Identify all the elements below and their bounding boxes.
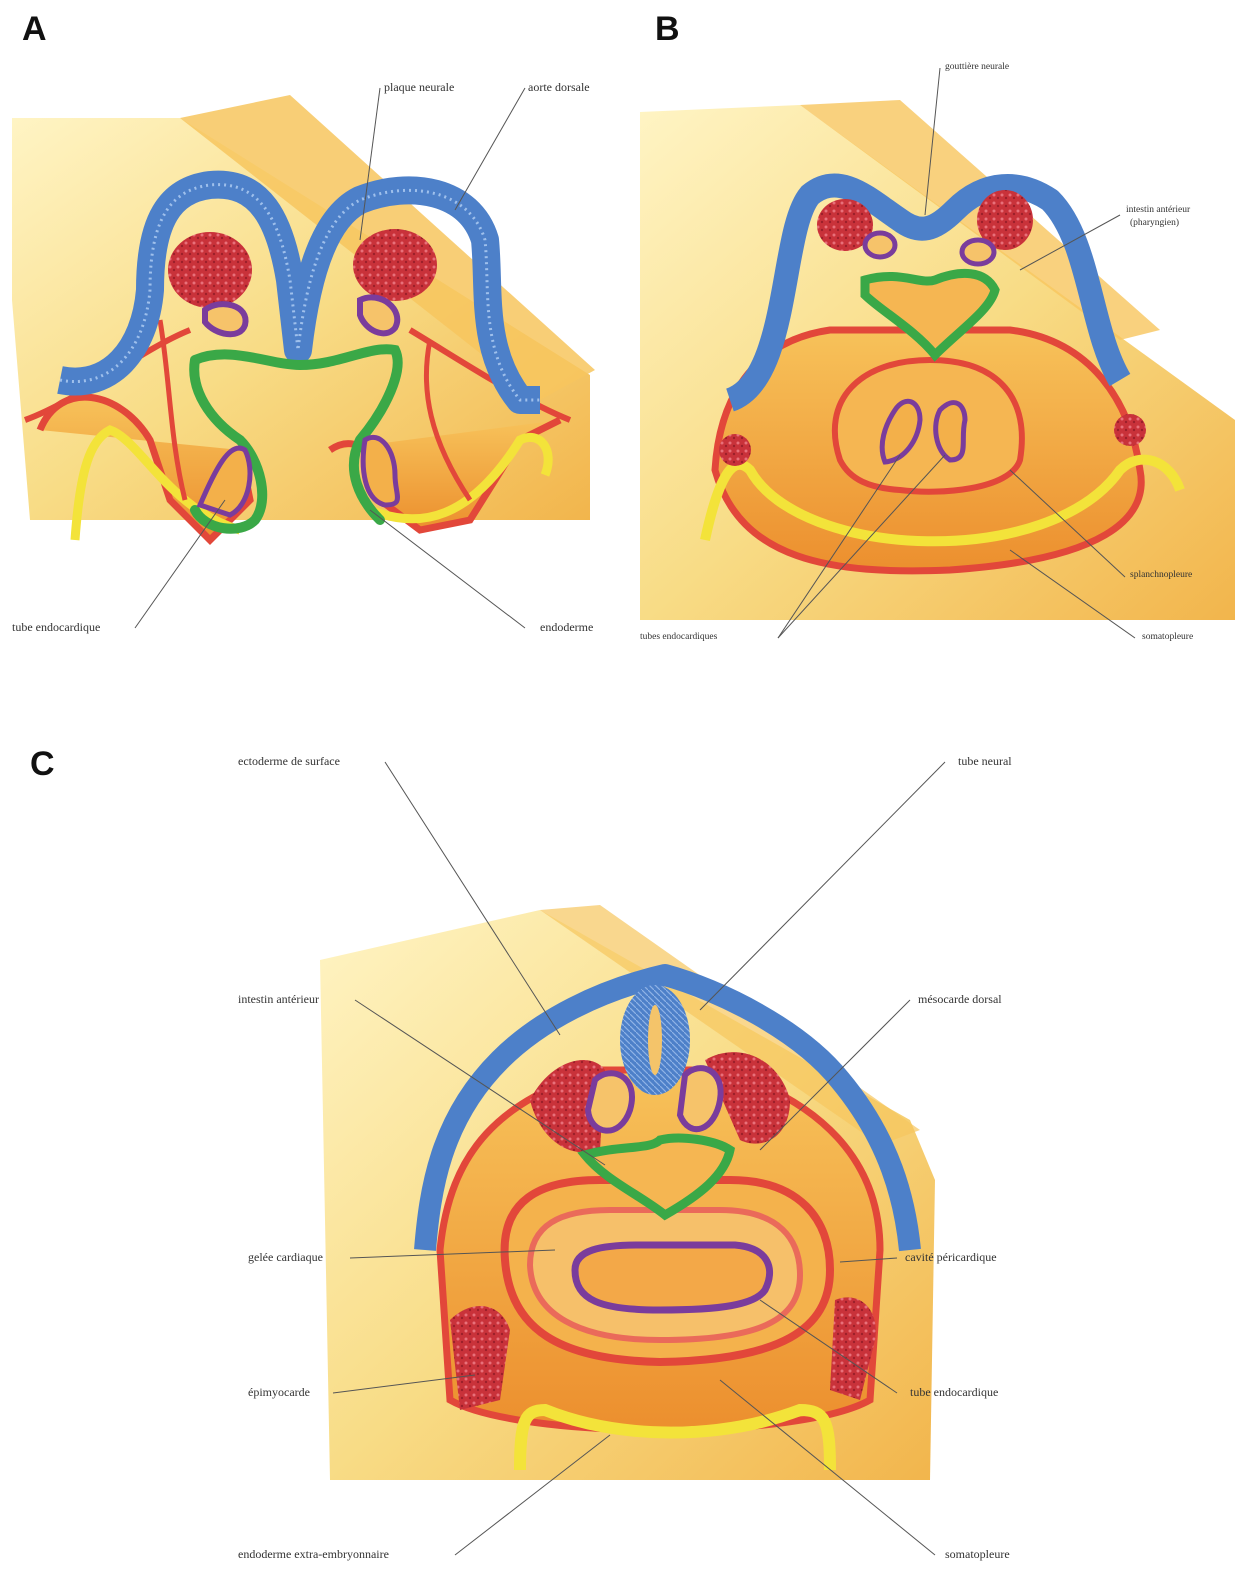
label-c-gelee-cardiaque: gelée cardiaque bbox=[248, 1250, 323, 1265]
panel-b-aorta-left bbox=[865, 233, 895, 257]
panel-a-aorta-right bbox=[360, 297, 397, 333]
label-a-aorte-dorsale: aorte dorsale bbox=[528, 80, 590, 95]
panel-b-aorta-right bbox=[962, 240, 994, 264]
panel-c-neural-canal bbox=[648, 1005, 662, 1075]
label-c-mesocarde-dorsal: mésocarde dorsal bbox=[918, 992, 1002, 1007]
panel-c-aorta-right bbox=[680, 1068, 721, 1129]
label-b-intestin-anterieur: intestin antérieur bbox=[1126, 205, 1190, 216]
panel-b-heart-region bbox=[835, 360, 1022, 492]
panel-b-lateral-left bbox=[719, 434, 751, 466]
label-c-tube-neural: tube neural bbox=[958, 754, 1012, 769]
panel-a-aorta-left bbox=[205, 304, 246, 334]
label-c-epimyocarde: épimyocarde bbox=[248, 1385, 310, 1400]
label-b-somatopleure: somatopleure bbox=[1142, 632, 1193, 643]
label-b-splanchnopleure: splanchnopleure bbox=[1130, 570, 1192, 581]
panel-c-illustration bbox=[320, 905, 935, 1480]
panel-b-endocardial-tube-right bbox=[936, 403, 965, 460]
label-c-tube-endocardique: tube endocardique bbox=[910, 1385, 998, 1400]
panel-b-lateral-right bbox=[1114, 414, 1146, 446]
panel-a-paraxial-left bbox=[168, 232, 252, 308]
label-b-pharyngien: (pharyngien) bbox=[1130, 218, 1179, 229]
panel-a-paraxial-right bbox=[353, 229, 437, 301]
label-c-somatopleure: somatopleure bbox=[945, 1547, 1010, 1562]
panel-b-illustration bbox=[640, 100, 1235, 620]
label-a-tube-endocardique: tube endocardique bbox=[12, 620, 100, 635]
leader-a-aorte-dorsale bbox=[455, 88, 525, 210]
panel-c-endocardial-tube bbox=[575, 1245, 770, 1310]
panel-a-illustration bbox=[12, 95, 595, 540]
label-b-gouttiere-neurale: gouttière neurale bbox=[945, 62, 1009, 73]
label-c-cavite-pericardique: cavité péricardique bbox=[905, 1250, 997, 1265]
label-b-tubes-endocardiques: tubes endocardiques bbox=[640, 632, 717, 643]
label-c-ectoderme-de-surface: ectoderme de surface bbox=[238, 754, 340, 769]
label-c-intestin-anterieur: intestin antérieur bbox=[238, 992, 319, 1007]
panel-c-aorta-left bbox=[588, 1073, 632, 1130]
label-a-endoderme: endoderme bbox=[540, 620, 593, 635]
label-a-plaque-neurale: plaque neurale bbox=[384, 80, 454, 95]
leader-c-tube-neural bbox=[700, 762, 945, 1010]
label-c-endoderme-extra-embryonnaire: endoderme extra-embryonnaire bbox=[238, 1547, 389, 1562]
